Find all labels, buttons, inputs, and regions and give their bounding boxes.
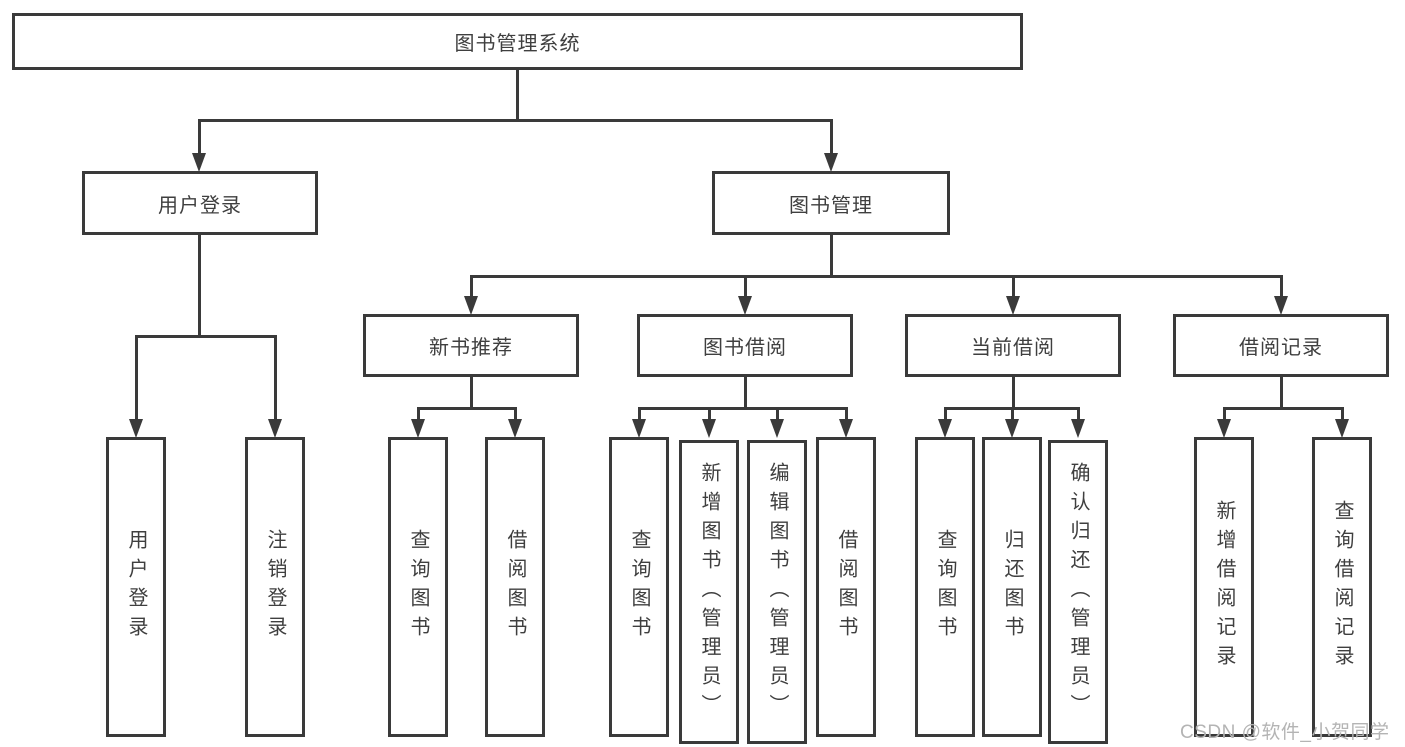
leaf-user-login-label: 用户登录	[125, 529, 147, 645]
edge-records-line	[1280, 275, 1283, 298]
edge-root-bookmgmt-line	[830, 119, 833, 156]
edge-current-stub	[1012, 377, 1015, 409]
edge-bb-edit-line	[776, 407, 779, 421]
leaf-cb-query-books: 查询图书	[915, 437, 975, 737]
arrowhead-newbooks-icon	[464, 296, 478, 315]
edge-records-hline	[1223, 407, 1343, 410]
leaf-bb-edit-books-admin: 编辑图书（管理员）	[747, 440, 807, 744]
arrowhead-cb-confirm-icon	[1071, 419, 1085, 438]
edge-bb-borrow-line	[845, 407, 848, 421]
arrowhead-bb-query-icon	[632, 419, 646, 438]
leaf-nb-borrow-books-label: 借阅图书	[504, 529, 526, 645]
edge-newbooks-line	[470, 275, 473, 298]
edge-br-query-line	[1341, 407, 1344, 421]
edge-newbooks-hline	[417, 407, 517, 410]
node-borrowing: 图书借阅	[637, 314, 853, 377]
arrowhead-br-query-icon	[1335, 419, 1349, 438]
edge-userlogin-stub	[198, 235, 201, 338]
arrowhead-br-add-icon	[1217, 419, 1231, 438]
edge-login-line	[135, 335, 138, 421]
arrowhead-bookmgmt-icon	[824, 153, 838, 172]
leaf-bb-query-books-label: 查询图书	[628, 529, 650, 645]
node-user-login: 用户登录	[82, 171, 318, 235]
arrowhead-nb-query-icon	[411, 419, 425, 438]
edge-borrowing-stub	[744, 377, 747, 409]
node-root-label: 图书管理系统	[454, 33, 581, 55]
leaf-nb-query-books-label: 查询图书	[407, 529, 429, 645]
edge-records-stub	[1280, 377, 1283, 409]
arrowhead-bb-add-icon	[702, 419, 716, 438]
node-borrowing-label: 图书借阅	[703, 337, 787, 359]
node-user-login-label: 用户登录	[158, 194, 242, 217]
leaf-br-query-record-label: 查询借阅记录	[1331, 500, 1353, 674]
leaf-user-login: 用户登录	[106, 437, 166, 737]
node-book-management: 图书管理	[712, 171, 950, 235]
node-borrow-records: 借阅记录	[1173, 314, 1389, 377]
arrowhead-borrowing-icon	[738, 296, 752, 315]
leaf-bb-query-books: 查询图书	[609, 437, 669, 737]
edge-cb-confirm-line	[1077, 407, 1080, 421]
leaf-nb-borrow-books: 借阅图书	[485, 437, 545, 737]
node-current-borrow: 当前借阅	[905, 314, 1121, 377]
node-borrow-records-label: 借阅记录	[1239, 337, 1323, 359]
leaf-bb-add-books-admin: 新增图书（管理员）	[679, 440, 739, 744]
edge-nb-query-line	[417, 407, 420, 421]
edge-bookmgmt-hline	[470, 275, 1283, 278]
leaf-bb-borrow-books-label: 借阅图书	[835, 529, 857, 645]
node-current-borrow-label: 当前借阅	[971, 337, 1055, 359]
leaf-br-query-record: 查询借阅记录	[1312, 437, 1372, 737]
edge-bb-query-line	[638, 407, 641, 421]
leaf-br-add-record: 新增借阅记录	[1194, 437, 1254, 737]
edge-newbooks-stub	[470, 377, 473, 409]
node-book-management-label: 图书管理	[789, 194, 873, 217]
leaf-bb-add-books-admin-label: 新增图书（管理员）	[698, 461, 720, 723]
node-new-books-label: 新书推荐	[429, 337, 513, 359]
arrowhead-nb-borrow-icon	[508, 419, 522, 438]
node-new-books: 新书推荐	[363, 314, 579, 377]
arrowhead-current-icon	[1006, 296, 1020, 315]
edge-cb-query-line	[944, 407, 947, 421]
edge-nb-borrow-line	[514, 407, 517, 421]
edge-userlogin-hline	[135, 335, 277, 338]
arrowhead-userlogin-icon	[192, 153, 206, 172]
leaf-br-add-record-label: 新增借阅记录	[1213, 500, 1235, 674]
edge-cb-return-line	[1011, 407, 1014, 421]
leaf-bb-edit-books-admin-label: 编辑图书（管理员）	[766, 461, 788, 723]
edge-bookmgmt-stub	[830, 235, 833, 277]
edge-root-userlogin-line	[198, 119, 201, 156]
csdn-watermark: CSDN @软件_小贺同学	[1180, 722, 1390, 743]
edge-borrowing-hline	[638, 407, 848, 410]
leaf-cb-confirm-return-admin: 确认归还（管理员）	[1048, 440, 1108, 744]
edge-current-line	[1012, 275, 1015, 298]
edge-br-add-line	[1223, 407, 1226, 421]
arrowhead-login-icon	[129, 419, 143, 438]
arrowhead-logout-icon	[268, 419, 282, 438]
node-root: 图书管理系统	[12, 13, 1023, 70]
arrowhead-cb-return-icon	[1005, 419, 1019, 438]
edge-root-hline	[198, 119, 833, 122]
arrowhead-bb-borrow-icon	[839, 419, 853, 438]
leaf-cb-return-books-label: 归还图书	[1001, 529, 1023, 645]
leaf-cb-confirm-return-admin-label: 确认归还（管理员）	[1067, 461, 1089, 723]
edge-root-stub	[516, 70, 519, 121]
edge-bb-add-line	[708, 407, 711, 421]
arrowhead-cb-query-icon	[938, 419, 952, 438]
leaf-logout: 注销登录	[245, 437, 305, 737]
leaf-bb-borrow-books: 借阅图书	[816, 437, 876, 737]
leaf-logout-label: 注销登录	[264, 529, 286, 645]
leaf-cb-return-books: 归还图书	[982, 437, 1042, 737]
edge-borrowing-line	[744, 275, 747, 298]
edge-logout-line	[274, 335, 277, 421]
leaf-nb-query-books: 查询图书	[388, 437, 448, 737]
leaf-cb-query-books-label: 查询图书	[934, 529, 956, 645]
arrowhead-bb-edit-icon	[770, 419, 784, 438]
arrowhead-records-icon	[1274, 296, 1288, 315]
